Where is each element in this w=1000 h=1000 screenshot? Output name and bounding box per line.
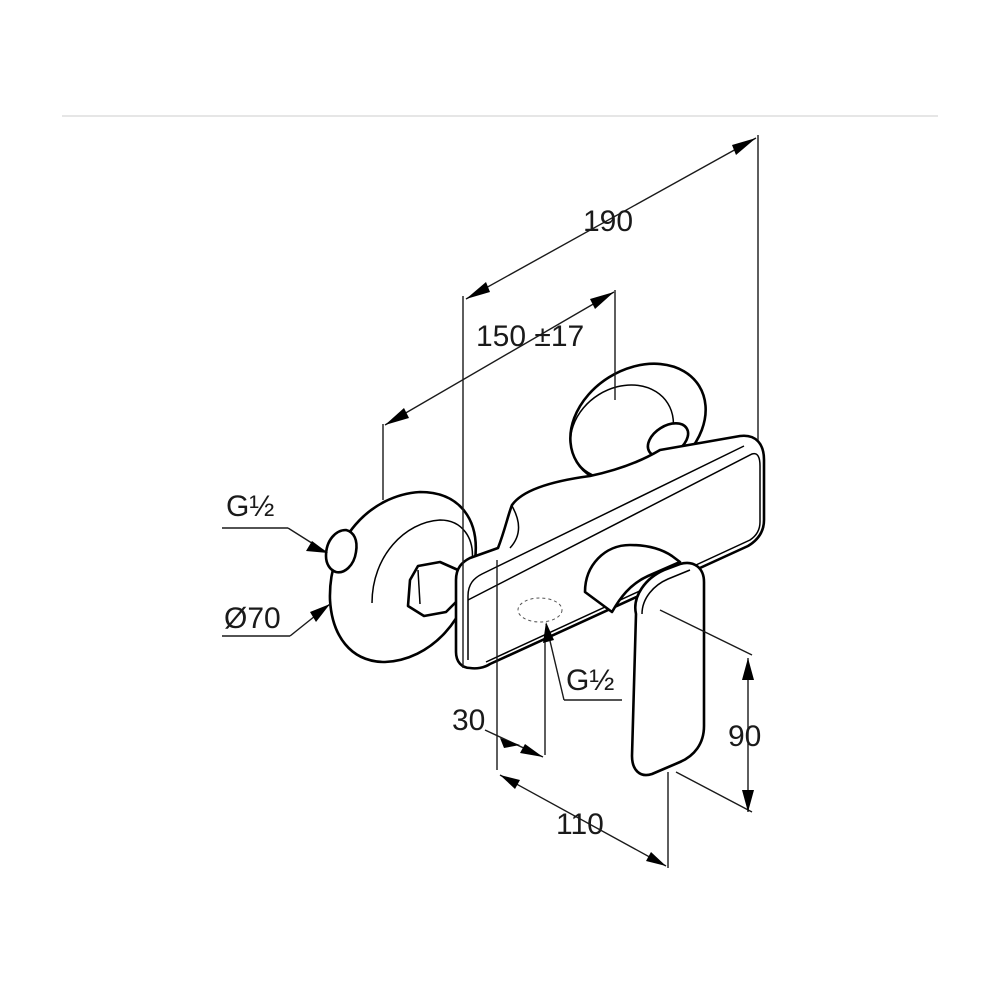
lever-handle — [583, 543, 706, 777]
dim-lever-height: 90 — [728, 720, 761, 753]
dim-outlet-offset: 30 — [452, 704, 485, 737]
left-nut — [406, 560, 460, 618]
dim-inlet-thread-left: G½ — [226, 490, 274, 523]
inlet-stub-left — [324, 528, 358, 574]
dimension-lines — [222, 135, 759, 868]
dim-inlet-spacing: 150 ±17 — [476, 320, 584, 353]
mixer-body-group — [324, 362, 766, 777]
dim-spout-depth: 110 — [556, 808, 604, 841]
outlet-marker — [517, 597, 563, 623]
dimension-labels: 190 150 ±17 G½ Ø70 G½ 30 90 110 — [224, 205, 761, 841]
dim-overall-depth: 190 — [583, 205, 633, 238]
dim-outlet-thread: G½ — [566, 664, 614, 697]
dim-rosette-diameter: Ø70 — [224, 602, 281, 635]
